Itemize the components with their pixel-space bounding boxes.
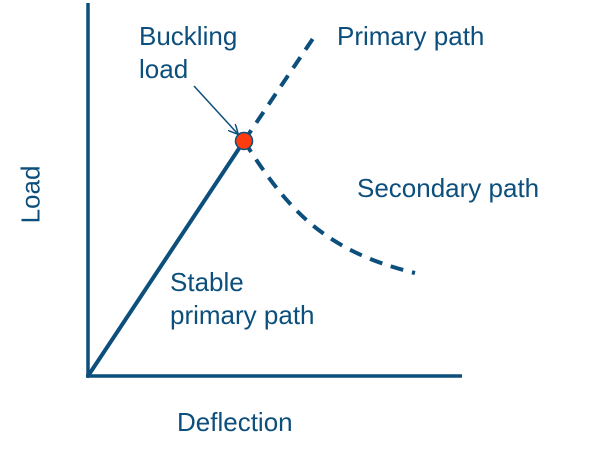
buckling-load-label: Buckling load <box>139 20 237 86</box>
y-axis-label: Load <box>15 165 46 224</box>
bifurcation-point <box>234 131 254 151</box>
buckling-label-line1: Buckling <box>139 21 238 51</box>
buckling-load-arrow <box>193 85 237 133</box>
buckling-label-line2: load <box>139 54 189 84</box>
stable-primary-path-label: Stable primary path <box>170 266 315 332</box>
x-axis-label: Deflection <box>177 407 293 437</box>
primary-path-label: Primary path <box>337 21 485 51</box>
primary-path-dashed-line <box>242 32 318 143</box>
stable-label-line1: Stable <box>170 267 244 297</box>
secondary-path-dashed-curve <box>242 139 416 275</box>
secondary-path-label: Secondary path <box>357 173 540 203</box>
stable-label-line2: primary path <box>170 300 315 330</box>
stable-primary-path-line <box>86 139 246 378</box>
